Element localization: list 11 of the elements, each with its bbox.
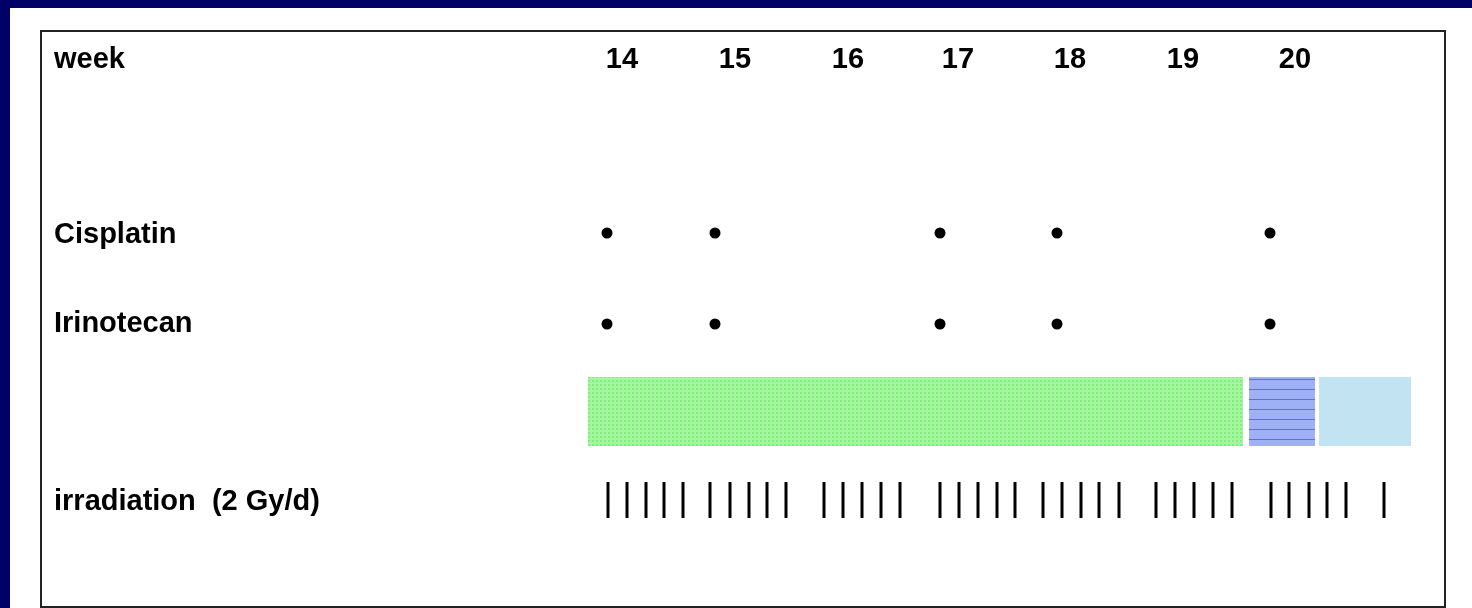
week-number: 18 [1053,41,1087,75]
week-number: 14 [605,41,639,75]
week-number: 19 [1166,41,1200,75]
row-label: Cisplatin [54,216,177,250]
week-number: 20 [1278,41,1312,75]
column-header: week [54,41,125,75]
week-number: 15 [718,41,752,75]
week-number: 16 [831,41,865,75]
week-number: 17 [941,41,975,75]
row-label: irradiation (2 Gy/d) [54,483,320,517]
row-label: Irinotecan [54,305,193,339]
